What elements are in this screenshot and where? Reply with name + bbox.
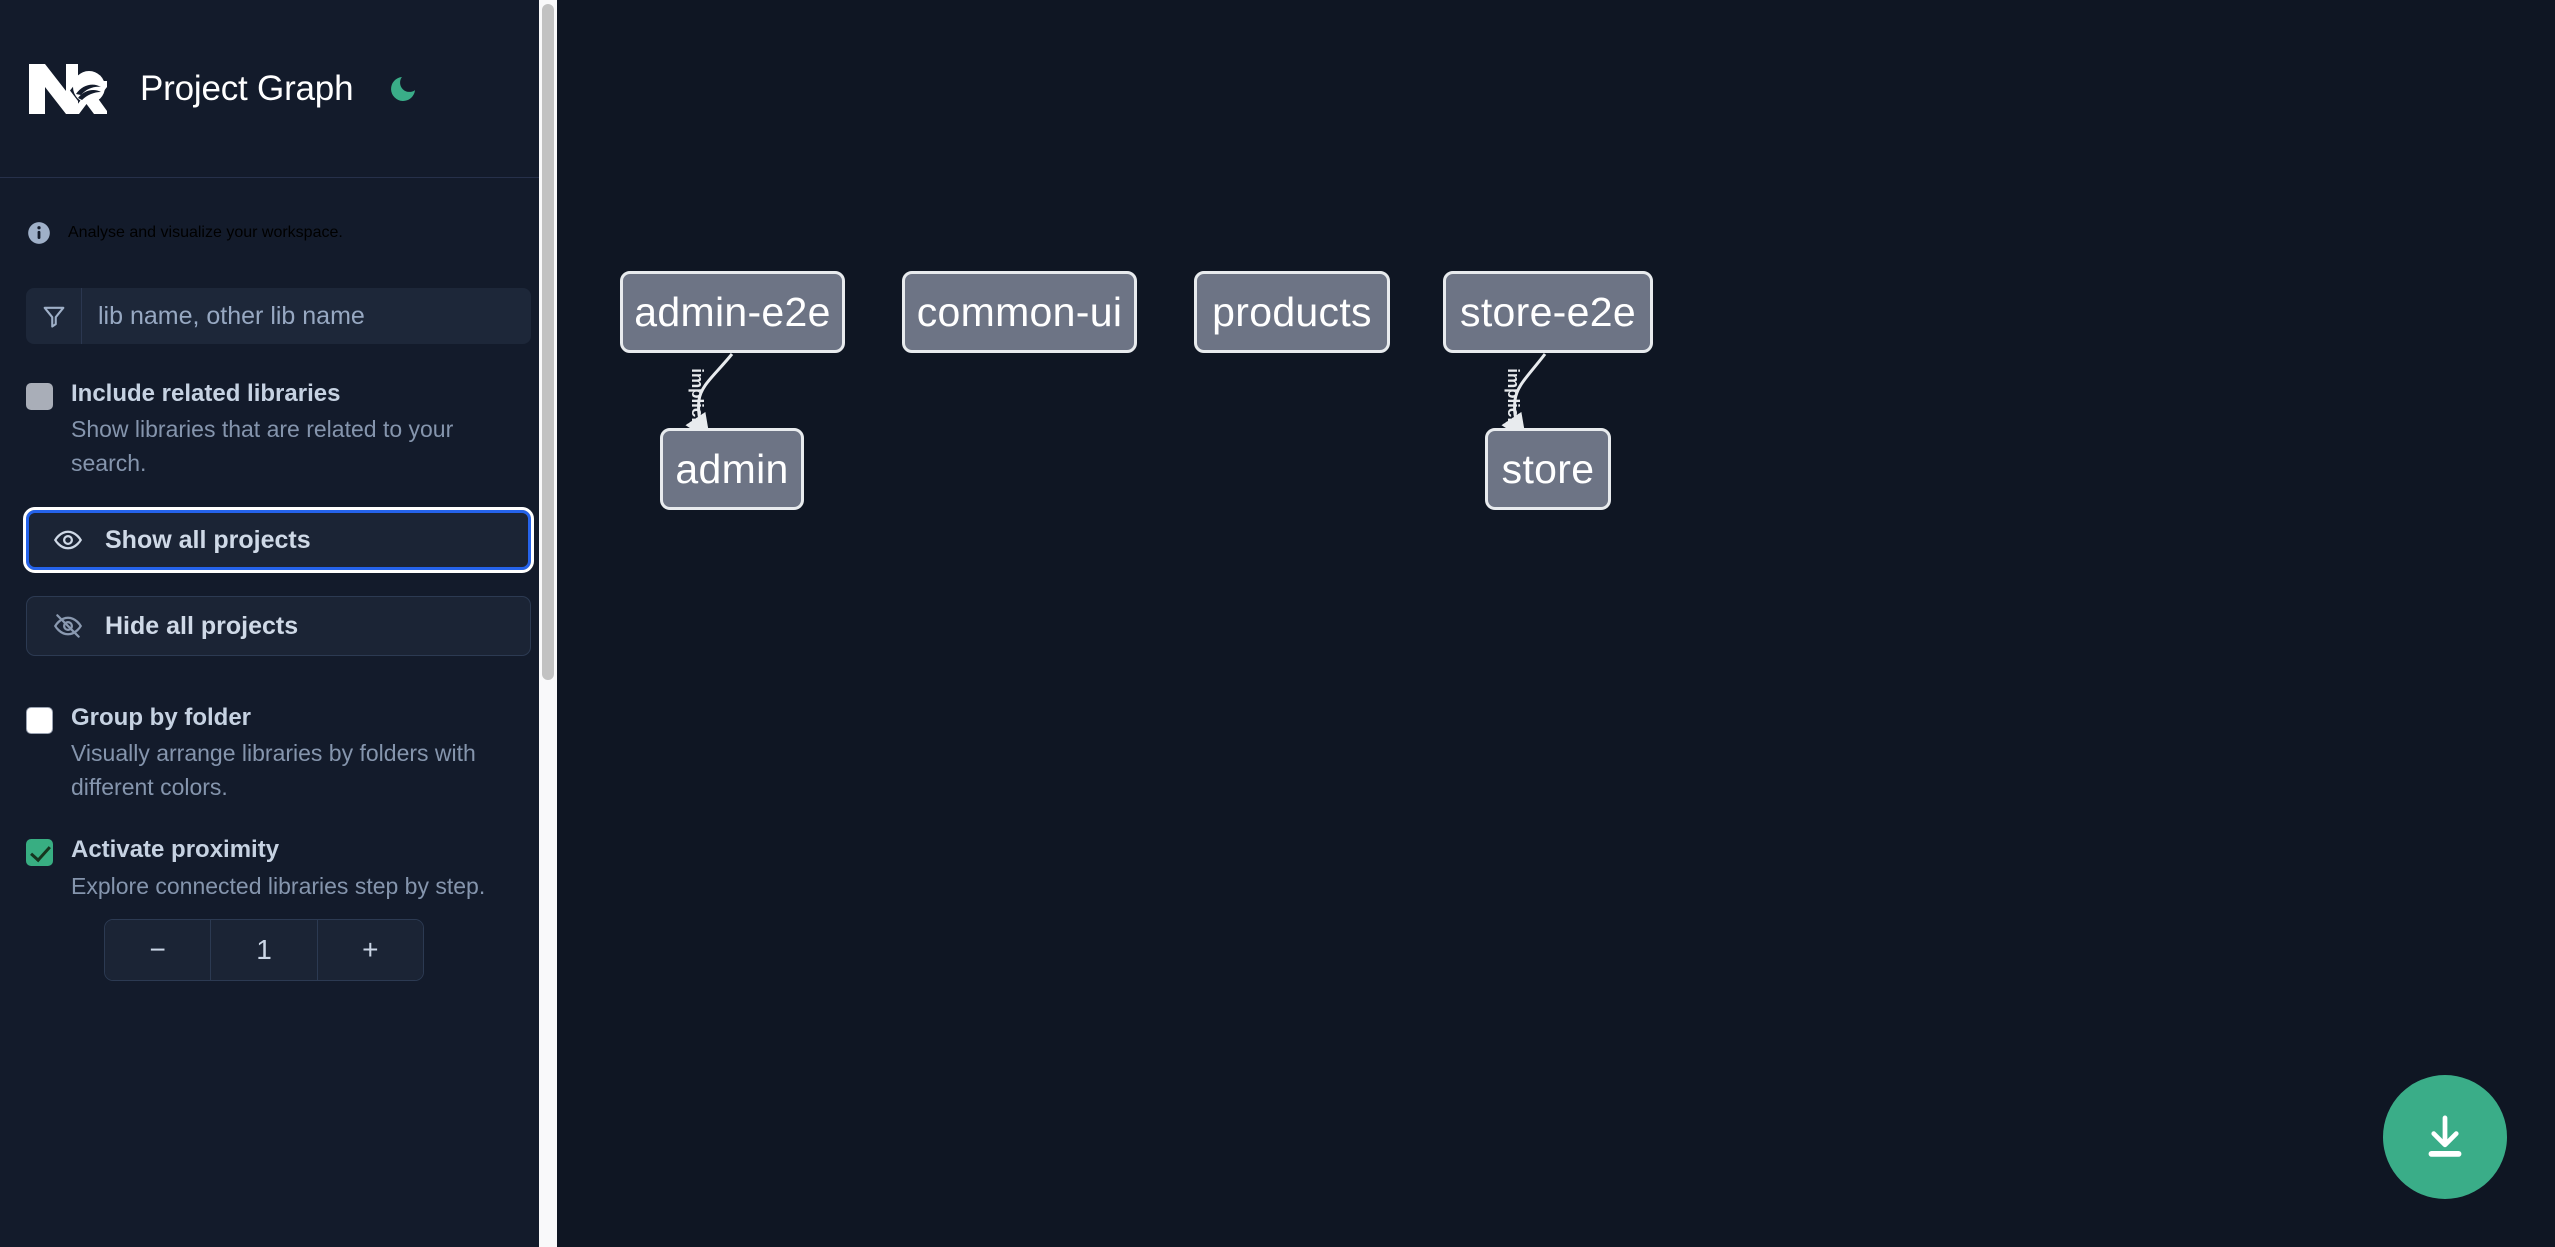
hide-all-projects-button[interactable]: Hide all projects (26, 596, 531, 657)
moon-icon-glyph (391, 76, 416, 101)
info-icon (28, 222, 50, 244)
funnel-glyph (43, 306, 64, 328)
option-title: Include related libraries (71, 380, 341, 407)
sidebar-body: Analyse and visualize your workspace. In… (0, 178, 557, 981)
sidebar-scrollbar-thumb[interactable] (542, 4, 554, 680)
moon-icon[interactable] (381, 67, 425, 111)
graph-node-admin[interactable]: admin (660, 428, 804, 510)
activate-proximity-checkbox[interactable] (26, 839, 53, 867)
sidebar-scrollbar[interactable] (539, 0, 557, 1247)
page-title: Project Graph (140, 68, 354, 108)
proximity-decrement-button[interactable]: − (105, 919, 211, 980)
edge-store-e2e-to-store (1501, 353, 1547, 441)
option-description: Explore connected libraries step by step… (71, 872, 486, 899)
graph-canvas[interactable]: implicit implicit admin-e2e common-ui pr… (557, 0, 2555, 1247)
eye-icon (53, 530, 83, 550)
option-group-by-folder[interactable]: Group by folder Visually arrange librari… (26, 702, 531, 804)
search-input[interactable] (82, 288, 531, 344)
show-all-projects-button[interactable]: Show all projects (23, 507, 534, 574)
graph-node-store-e2e[interactable]: store-e2e (1443, 271, 1653, 353)
option-description: Show libraries that are related to your … (71, 416, 454, 476)
filter-field[interactable] (26, 288, 531, 344)
proximity-value: 1 (210, 919, 318, 980)
edge-admin-e2e-to-admin (685, 353, 734, 441)
proximity-increment-button[interactable]: + (317, 919, 423, 980)
graph-node-admin-e2e[interactable]: admin-e2e (620, 271, 845, 353)
eye-slash-icon (53, 614, 83, 638)
nx-logo (29, 63, 107, 114)
graph-node-store[interactable]: store (1485, 428, 1611, 510)
show-all-projects-label: Show all projects (105, 525, 311, 554)
include-related-libraries-checkbox[interactable] (26, 383, 53, 410)
download-icon (2428, 1115, 2462, 1157)
download-graph-button[interactable] (2383, 1075, 2507, 1199)
option-activate-proximity[interactable]: Activate proximity Explore connected lib… (26, 834, 531, 903)
proximity-stepper[interactable]: − 1 + (104, 918, 424, 981)
filter-funnel-icon (26, 288, 82, 344)
hide-all-projects-label: Hide all projects (105, 611, 299, 640)
option-include-related-libraries[interactable]: Include related libraries Show libraries… (26, 378, 531, 480)
option-title: Activate proximity (71, 836, 280, 864)
graph-edges (685, 353, 1547, 441)
option-description: Visually arrange libraries by folders wi… (71, 740, 476, 800)
graph-node-products[interactable]: products (1194, 271, 1390, 353)
tagline-text: Analyse and visualize your workspace. (68, 224, 343, 241)
graph-node-common-ui[interactable]: common-ui (902, 271, 1137, 353)
option-title: Group by folder (71, 704, 251, 732)
sidebar-header: Project Graph (0, 0, 557, 178)
sidebar: Project Graph Analyse and visualize your… (0, 0, 557, 1247)
tagline: Analyse and visualize your workspace. (26, 178, 531, 288)
group-by-folder-checkbox[interactable] (26, 707, 53, 735)
